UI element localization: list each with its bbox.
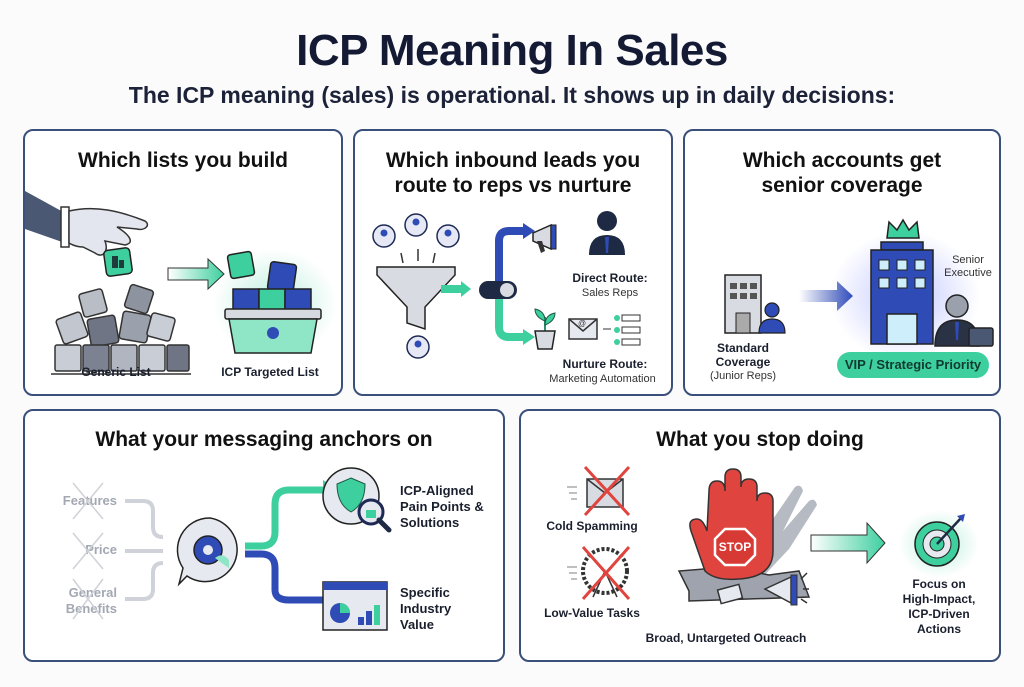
card-lists: Which lists you build Generic List: [23, 129, 343, 396]
nurture-route-sub: Marketing Automation: [549, 373, 656, 385]
crossed-hamster-wheel-icon: [567, 546, 631, 600]
crossed-marks: [72, 482, 164, 620]
senior-executive-label-2: Executive: [944, 267, 992, 279]
card-messaging: What your messaging anchors on Features …: [23, 409, 505, 662]
building-tile-icon: [103, 247, 133, 277]
focus-label-2: High-Impact,: [902, 592, 976, 606]
senior-executive-label-1: Senior: [952, 254, 984, 266]
page-title: ICP Meaning In Sales: [296, 26, 728, 75]
small-building-icon: [724, 274, 762, 334]
low-value-tasks-label: Low-Value Tasks: [544, 606, 640, 620]
direct-route-title: Direct Route:: [572, 271, 648, 285]
plant-icon: [534, 308, 556, 350]
generic-list-label: Generic List: [81, 365, 151, 379]
vip-strategic-priority-badge: VIP / Strategic Priority: [837, 352, 989, 378]
crossed-item-features: Features: [62, 493, 117, 508]
card-routing: Which inbound leads you route to reps vs…: [353, 129, 673, 396]
specific-value-label-2: Industry: [400, 601, 452, 616]
card-messaging-title: What your messaging anchors on: [95, 428, 433, 451]
focus-label-1: Focus on: [912, 577, 966, 591]
icp-aligned-label-1: ICP-Aligned: [400, 483, 474, 498]
icp-targeted-list-label: ICP Targeted List: [221, 365, 319, 379]
lead-avatar-icon: [372, 213, 460, 248]
analytics-dashboard-icon: [322, 581, 388, 631]
specific-value-label-3: Value: [400, 617, 434, 632]
specific-value-label-1: Specific: [400, 585, 450, 600]
shield-magnifier-icon: [322, 467, 392, 533]
executive-icon: [945, 294, 969, 318]
generic-pile-icon: [51, 283, 191, 375]
icp-basket-icon: [213, 249, 337, 359]
icp-aligned-label-2: Pain Points &: [400, 499, 484, 514]
standard-coverage-sub: (Junior Reps): [709, 370, 777, 382]
card-routing-title-1: Which inbound leads you: [385, 149, 641, 172]
nurture-route-title: Nurture Route:: [562, 357, 648, 371]
standard-coverage-title-2: Coverage: [715, 355, 771, 369]
sales-rep-icon: [589, 211, 625, 255]
hand-icon: [25, 191, 149, 256]
vip-building-group: [830, 218, 994, 361]
card-stop: What you stop doing Cold Spamming Low-Va…: [519, 409, 1001, 662]
route-arrows: [441, 223, 535, 345]
toggle-switch-icon[interactable]: [479, 281, 519, 301]
briefcase-icon: [968, 327, 994, 347]
arrow-right-icon: [167, 257, 225, 291]
card-routing-title-2: route to reps vs nurture: [394, 174, 632, 197]
stop-sign-text: STOP: [719, 540, 751, 554]
funnel-icon: [376, 249, 456, 359]
svg-text:@: @: [578, 319, 586, 328]
standard-coverage-title-1: Standard: [716, 341, 769, 355]
card-coverage: Which accounts get senior coverage Stand…: [683, 129, 1001, 396]
icp-aligned-label-3: Solutions: [400, 515, 460, 530]
email-icon: @: [568, 318, 598, 340]
megaphone-icon: [532, 223, 557, 253]
target-icon: [899, 510, 979, 578]
cold-spamming-label: Cold Spamming: [546, 519, 638, 533]
focus-label-3: ICP-Driven: [908, 607, 970, 621]
gear-chat-icon: [176, 517, 238, 587]
card-coverage-title-2: senior coverage: [761, 174, 923, 197]
page-subtitle: The ICP meaning (sales) is operational. …: [128, 82, 896, 108]
arrow-right-icon: [810, 521, 886, 565]
direct-route-sub: Sales Reps: [581, 287, 639, 299]
crown-icon: [886, 218, 920, 239]
focus-label-4: Actions: [916, 622, 961, 636]
card-coverage-title-1: Which accounts get: [742, 149, 942, 172]
broad-outreach-label: Broad, Untargeted Outreach: [645, 631, 807, 645]
megaphone-icon: [763, 572, 809, 606]
junior-rep-icon: [758, 302, 786, 334]
card-stop-title: What you stop doing: [656, 428, 864, 451]
crossed-email-icon: [567, 465, 631, 517]
checklist-icon: [603, 314, 641, 346]
card-lists-title: Which lists you build: [78, 149, 288, 172]
